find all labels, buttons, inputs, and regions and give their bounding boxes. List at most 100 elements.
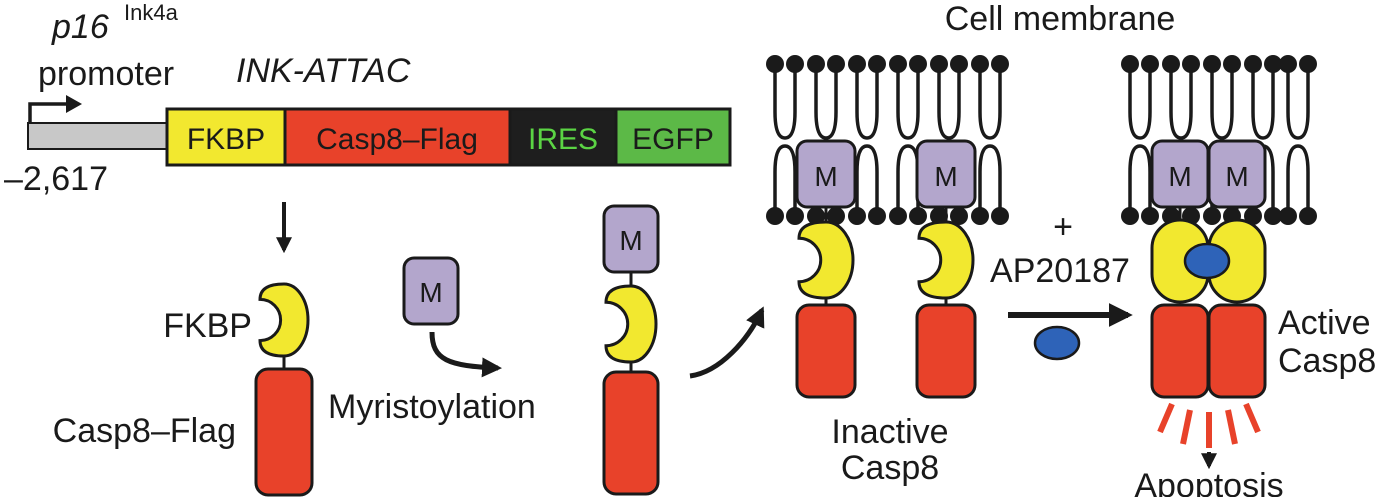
lipid-head	[1279, 207, 1297, 225]
casp8-active-2	[1207, 303, 1267, 399]
fkbp-body	[917, 220, 975, 300]
active-label-line2: Casp8	[1278, 342, 1376, 380]
fkbp-inactive-1	[797, 220, 855, 300]
apoptosis-signal-rays	[1157, 402, 1261, 448]
lipid-tails	[773, 70, 797, 214]
lipid-head	[1121, 55, 1139, 73]
lipid-head	[930, 55, 948, 73]
ink4a-superscript: Ink4a	[124, 0, 179, 25]
fusion-protein: FKBP Casp8–Flag	[53, 282, 314, 497]
apoptosis-label: Apoptosis	[1134, 467, 1283, 497]
lipid-head	[1264, 55, 1282, 73]
lipid-head	[807, 207, 825, 225]
lipid-head	[1299, 55, 1317, 73]
myristoylation-label: Myristoylation	[328, 388, 536, 426]
fkbp-body	[604, 284, 658, 364]
dimerizer-step: + AP20187	[990, 208, 1133, 361]
lipid-head	[1264, 207, 1282, 225]
promoter-label: promoter	[38, 55, 174, 93]
ap20187-molecule	[1033, 325, 1081, 361]
myristoyl-group-box	[402, 256, 460, 326]
plus-sign: +	[1053, 208, 1073, 246]
fkbp-shape-attached	[604, 284, 658, 364]
lipid-head	[868, 55, 886, 73]
construct-name-label: INK-ATTAC	[236, 52, 411, 90]
lipid-head	[889, 207, 907, 225]
inactive-membrane-complex: Cell membrane M M Inactive Casp8	[766, 0, 1175, 487]
lipid-head	[930, 207, 948, 225]
ap20187-label: AP20187	[990, 252, 1130, 290]
casp8-shape-attached	[602, 370, 660, 496]
lipid-head	[1162, 55, 1180, 73]
lipid-head	[848, 55, 866, 73]
promoter-position-label: –2,617	[4, 160, 108, 198]
myristoyl-attached-label: M	[619, 225, 642, 256]
lipid-bilayer-right	[1121, 55, 1317, 225]
myristoyl-inactive-1-label: M	[814, 161, 837, 192]
casp8-inactive-2	[915, 303, 977, 399]
promoter-bar	[27, 122, 169, 150]
casp8-shape	[254, 367, 314, 497]
lipid-tails	[1128, 70, 1152, 214]
lipid-head	[1141, 207, 1159, 225]
egfp-segment	[614, 107, 732, 167]
lipid-head	[1279, 55, 1297, 73]
lipid-head	[1121, 207, 1139, 225]
casp8-flag-segment-label: Casp8–Flag	[316, 123, 478, 156]
ires-segment-label: IRES	[528, 123, 598, 156]
lipid-head	[827, 55, 845, 73]
lipid-head	[766, 55, 784, 73]
myristoyl-inactive-2-label: M	[934, 161, 957, 192]
lipid-head	[950, 55, 968, 73]
lipid-head	[1203, 55, 1221, 73]
myristoyl-active-2-label: M	[1225, 161, 1248, 192]
lipid-head	[786, 55, 804, 73]
lipid-head	[766, 207, 784, 225]
lipid-tails	[896, 70, 920, 214]
lipid-head	[909, 207, 927, 225]
lipid-head	[786, 207, 804, 225]
transcription-start-arrow	[28, 102, 68, 128]
p16-gene-label: p16	[51, 8, 109, 46]
lipid-head	[1141, 55, 1159, 73]
lipid-head	[889, 55, 907, 73]
ires-segment	[508, 107, 618, 167]
lipid-head	[1223, 55, 1241, 73]
ap20187-bound-molecule	[1183, 242, 1231, 280]
inactive-label-line2: Casp8	[841, 449, 939, 487]
active-membrane-complex: M M Active Casp8 Apoptosis	[1121, 55, 1376, 497]
egfp-segment-label: EGFP	[632, 123, 714, 156]
ink-attac-construct: p16 Ink4a promoter INK-ATTAC –2,617 FKBP…	[4, 0, 732, 198]
lipid-head	[868, 207, 886, 225]
active-label-line1: Active	[1278, 304, 1371, 342]
lipid-head	[1182, 55, 1200, 73]
lipid-tails	[978, 70, 1002, 214]
lipid-head	[1244, 207, 1262, 225]
myristoyl-active-1-label: M	[1168, 161, 1191, 192]
cell-membrane-label: Cell membrane	[945, 0, 1176, 38]
casp8-inactive-1	[795, 303, 857, 399]
lipid-head	[1203, 207, 1221, 225]
lipid-head	[1244, 55, 1262, 73]
lipid-head	[950, 207, 968, 225]
inactive-label-line1: Inactive	[831, 413, 948, 451]
fkbp-shape	[258, 282, 310, 358]
fkbp-inactive-2	[917, 220, 975, 300]
fkbp-label: FKBP	[163, 307, 252, 345]
lipid-head	[991, 207, 1009, 225]
lipid-head	[991, 55, 1009, 73]
casp8-active-1	[1150, 303, 1210, 399]
fkbp-segment-label: FKBP	[187, 123, 265, 156]
fkbp-body	[797, 220, 855, 300]
membrane-targeting-arrow	[689, 306, 765, 379]
lipid-head	[971, 55, 989, 73]
casp8-flag-segment	[283, 107, 512, 167]
lipid-head	[807, 55, 825, 73]
myristoylation-step: M Myristoylation	[328, 256, 536, 426]
lipid-head	[909, 55, 927, 73]
lipid-head	[848, 207, 866, 225]
lipid-head	[827, 207, 845, 225]
casp8-flag-label: Casp8–Flag	[53, 412, 236, 450]
myristoyl-group-label: M	[419, 277, 442, 308]
